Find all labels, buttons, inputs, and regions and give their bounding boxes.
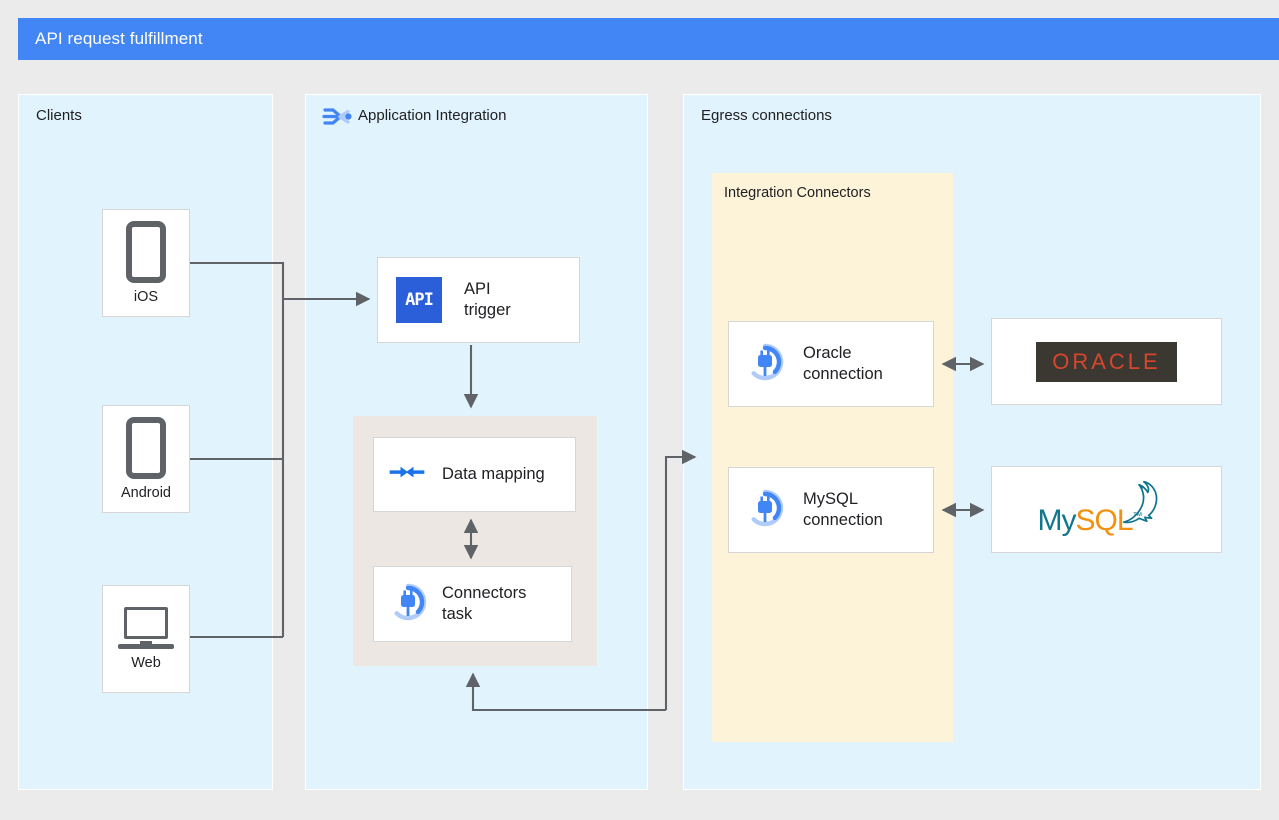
mysql-trademark: ™ <box>1132 510 1143 522</box>
mysql-logo: MySQL™ <box>1032 478 1182 542</box>
client-card-ios[interactable]: iOS <box>102 209 190 317</box>
connector-plug-icon <box>745 342 785 387</box>
connector-plug-icon <box>745 488 785 533</box>
mysql-connection-card[interactable]: MySQL connection <box>728 467 934 553</box>
mysql-word-primary: My <box>1037 503 1077 537</box>
api-trigger-card[interactable]: API API trigger <box>377 257 580 343</box>
mysql-word-secondary: SQL <box>1075 503 1134 537</box>
client-label: iOS <box>133 289 159 305</box>
data-mapping-arrows-icon <box>388 459 426 490</box>
mysql-logo-text: MySQL™ <box>1037 503 1143 538</box>
diagram-header: API request fulfillment <box>18 18 1279 60</box>
phone-icon <box>126 417 166 479</box>
api-icon: API <box>396 277 442 323</box>
mysql-dolphin-icon <box>1112 476 1170 531</box>
connector-plug-icon <box>388 582 428 627</box>
api-icon-text: API <box>405 290 434 310</box>
oracle-backend-card[interactable]: ORACLE <box>991 318 1222 405</box>
integration-panel-title: Application Integration <box>358 107 507 124</box>
oracle-logo: ORACLE <box>1036 341 1177 382</box>
mysql-connection-label: MySQL connection <box>803 489 883 529</box>
api-trigger-label: API trigger <box>464 279 511 319</box>
oracle-logo-text: ORACLE <box>1052 348 1161 374</box>
connectors-task-card[interactable]: Connectors task <box>373 566 572 642</box>
client-label: Web <box>131 655 161 671</box>
phone-icon <box>126 221 166 283</box>
data-mapping-card[interactable]: Data mapping <box>373 437 576 512</box>
laptop-icon <box>118 607 174 649</box>
client-card-android[interactable]: Android <box>102 405 190 513</box>
application-integration-icon <box>320 101 354 135</box>
client-card-web[interactable]: Web <box>102 585 190 693</box>
clients-panel-title: Clients <box>36 107 82 124</box>
data-mapping-label: Data mapping <box>442 464 545 483</box>
egress-panel-title: Egress connections <box>701 107 832 124</box>
connectors-task-label: Connectors task <box>442 583 527 623</box>
oracle-connection-label: Oracle connection <box>803 343 883 383</box>
mysql-backend-card[interactable]: MySQL™ <box>991 466 1222 553</box>
integration-connectors-group: Integration Connectors <box>712 173 953 742</box>
page-title: API request fulfillment <box>35 29 203 48</box>
oracle-connection-card[interactable]: Oracle connection <box>728 321 934 407</box>
integration-connectors-title: Integration Connectors <box>724 185 871 201</box>
client-label: Android <box>121 485 171 501</box>
